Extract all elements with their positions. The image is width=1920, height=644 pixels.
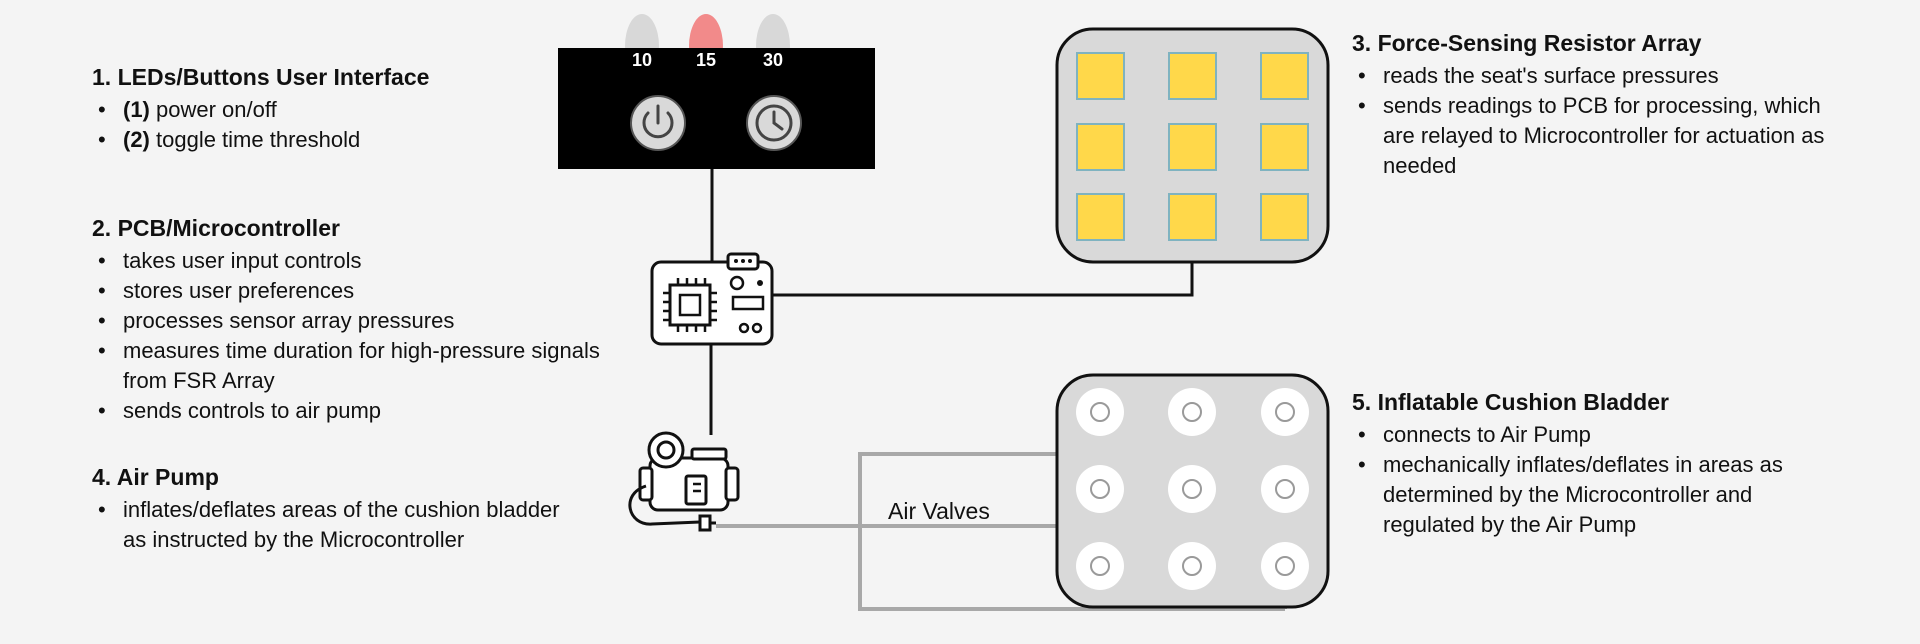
led-label: 10 — [632, 50, 652, 70]
led-label: 15 — [696, 50, 716, 70]
pcb-description: 2. PCB/Microcontroller takes user input … — [92, 213, 637, 426]
power-button[interactable] — [630, 95, 686, 151]
pcb-list: takes user input controls stores user pr… — [92, 246, 637, 426]
sensor-pad — [1076, 123, 1125, 171]
ui-item-power-prefix: (1) — [123, 97, 150, 122]
sensor-pad — [1260, 193, 1309, 241]
bladder-list: connects to Air Pump mechanically inflat… — [1352, 420, 1842, 540]
ui-list: (1) power on/off (2) toggle time thresho… — [92, 95, 572, 155]
pcb-item: measures time duration for high-pressure… — [98, 336, 637, 396]
chip-icon — [663, 278, 717, 332]
ui-item-threshold-text: toggle time threshold — [149, 127, 361, 152]
fsr-item: sends readings to PCB for processing, wh… — [1358, 91, 1832, 181]
power-icon — [642, 104, 674, 139]
pcb-item: takes user input controls — [98, 246, 637, 276]
bladder-description: 5. Inflatable Cushion Bladder connects t… — [1352, 387, 1842, 540]
control-panel — [558, 48, 875, 169]
pcb-item: processes sensor array pressures — [98, 306, 637, 336]
sensor-pad — [1168, 193, 1217, 241]
sensor-pad — [1076, 193, 1125, 241]
air-valve-port — [1182, 556, 1202, 576]
pump-description: 4. Air Pump inflates/deflates areas of t… — [92, 462, 582, 555]
ui-description: 1. LEDs/Buttons User Interface (1) power… — [92, 62, 572, 155]
sensor-pad — [1168, 52, 1217, 100]
air-valves-label: Air Valves — [888, 498, 990, 524]
air-valve-port — [1182, 479, 1202, 499]
pump-list: inflates/deflates areas of the cushion b… — [92, 495, 582, 555]
bladder-valves — [1076, 388, 1309, 590]
clock-icon — [755, 104, 793, 142]
timer-button[interactable] — [746, 95, 802, 151]
fsr-title: 3. Force-Sensing Resistor Array — [1352, 30, 1702, 56]
pcb-icon — [650, 252, 774, 346]
pcb-item: sends controls to air pump — [98, 396, 637, 426]
pump-item: inflates/deflates areas of the cushion b… — [98, 495, 582, 555]
air-valve-port — [1090, 402, 1110, 422]
sensor-pad — [1168, 123, 1217, 171]
air-valve-port — [1090, 556, 1110, 576]
bladder-title: 5. Inflatable Cushion Bladder — [1352, 389, 1669, 415]
pcb-title: 2. PCB/Microcontroller — [92, 215, 340, 241]
air-valve-port — [1275, 402, 1295, 422]
air-pump-icon — [628, 431, 740, 532]
air-valve-port — [1182, 402, 1202, 422]
air-valve-port — [1275, 556, 1295, 576]
pcb-item: stores user preferences — [98, 276, 637, 306]
air-valve-port — [1275, 479, 1295, 499]
bladder-item: connects to Air Pump — [1358, 420, 1842, 450]
ui-item-threshold-prefix: (2) — [123, 127, 150, 152]
fsr-list: reads the seat's surface pressures sends… — [1352, 61, 1832, 181]
sensor-pad — [1076, 52, 1125, 100]
pump-title: 4. Air Pump — [92, 464, 219, 490]
wire-pcb-to-fsr — [770, 262, 1194, 297]
fsr-item: reads the seat's surface pressures — [1358, 61, 1832, 91]
ui-title: 1. LEDs/Buttons User Interface — [92, 64, 430, 90]
bladder-item: mechanically inflates/deflates in areas … — [1358, 450, 1842, 540]
ui-item-power: (1) power on/off — [98, 95, 572, 125]
sensor-pad — [1260, 123, 1309, 171]
ui-item-power-text: power on/off — [149, 97, 277, 122]
fsr-array — [1055, 27, 1330, 264]
ui-item-threshold: (2) toggle time threshold — [98, 125, 572, 155]
air-valve-port — [1090, 479, 1110, 499]
led-label: 30 — [763, 50, 783, 70]
sensor-pad — [1260, 52, 1309, 100]
fsr-description: 3. Force-Sensing Resistor Array reads th… — [1352, 28, 1832, 181]
